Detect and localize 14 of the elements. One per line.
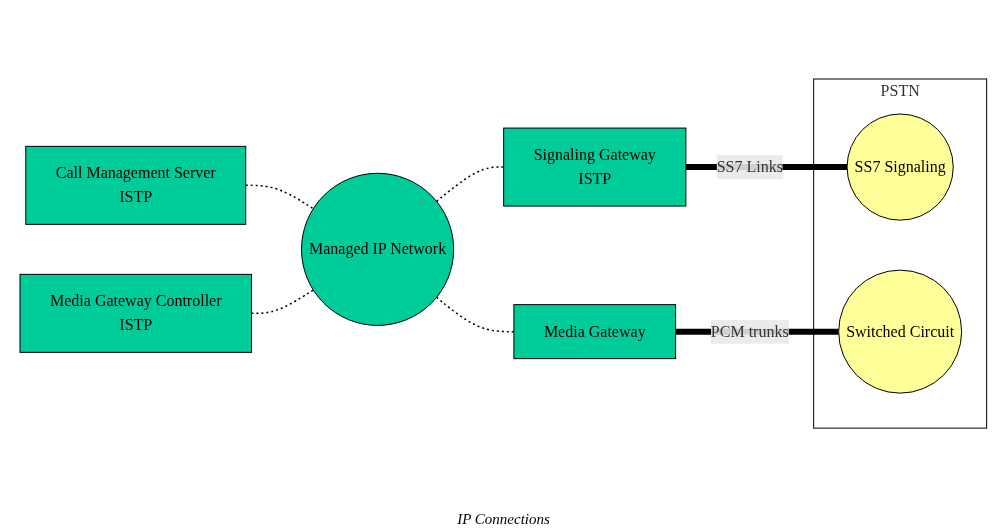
connector	[245, 184, 315, 210]
node-box: Call Management Server ISTP	[25, 145, 247, 225]
connector	[436, 296, 515, 333]
node-box: Signaling Gateway ISTP	[503, 127, 687, 207]
edge-label: PCM trunks	[711, 322, 789, 340]
connector	[250, 289, 315, 315]
node-box: Media Gateway Controller ISTP	[19, 273, 253, 353]
node-box: Media Gateway	[513, 304, 677, 360]
node-circle: SS7 Signaling	[846, 113, 954, 221]
node-circle: Managed IP Network	[301, 172, 455, 326]
note-text: IP Connections	[457, 511, 550, 527]
edge-label: SS7 Links	[716, 158, 784, 176]
node-circle: Switched Circuit	[838, 269, 963, 394]
connector	[436, 166, 505, 202]
